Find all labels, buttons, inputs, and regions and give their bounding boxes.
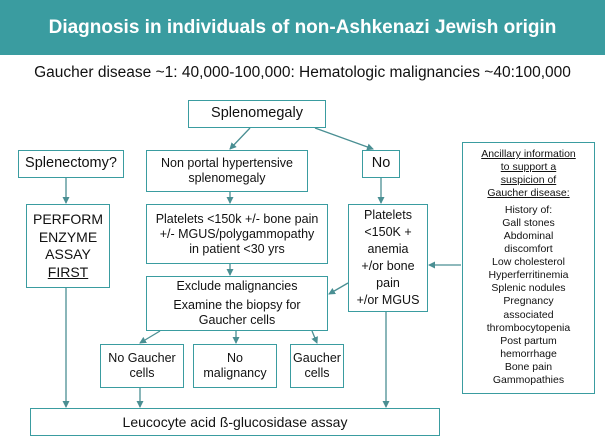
ancillary-item: Splenic nodules [491, 282, 566, 295]
box-platelets-young-patient: Platelets <150k +/- bone pain +/- MGUS/p… [146, 204, 328, 264]
box-perform-enzyme-assay: PERFORM ENZYME ASSAY FIRST [26, 204, 110, 288]
no-malignancy-line: malignancy [203, 366, 267, 380]
platelets-left-line: +/- MGUS/polygammopathy [159, 226, 315, 241]
box-ancillary-information: Ancillary information to support a suspi… [462, 142, 595, 394]
title-banner: Diagnosis in individuals of non-Ashkenaz… [0, 0, 605, 55]
ancillary-heading-line: to support a [500, 161, 557, 174]
page-title: Diagnosis in individuals of non-Ashkenaz… [48, 16, 557, 38]
exclude-line: Exclude malignancies [176, 279, 298, 293]
perform-line: ASSAY [45, 246, 91, 262]
platelets-right-line: pain [376, 275, 400, 290]
box-gaucher-cells: Gaucher cells [290, 344, 344, 388]
ancillary-item: Gall stones [502, 216, 555, 229]
arrow-splen-to-no [314, 127, 374, 151]
arrow-exclude-to-nogaucher [139, 330, 161, 344]
box-no-gaucher-cells: No Gaucher cells [100, 344, 184, 388]
no-label: No [371, 155, 391, 172]
box-splenomegaly: Splenomegaly [188, 100, 326, 128]
platelets-right-line: <150K + [364, 225, 412, 240]
box-no-malignancy: No malignancy [193, 344, 277, 388]
ancillary-heading: Ancillary information to support a suspi… [481, 148, 576, 201]
non-portal-line: splenomegaly [188, 171, 266, 185]
ancillary-item: hemorrhage [500, 347, 557, 360]
perform-first-underlined: FIRST [47, 263, 89, 280]
perform-line: PERFORM [33, 211, 103, 227]
ancillary-item: Gammopathies [492, 374, 565, 387]
box-splenectomy: Splenectomy? [18, 150, 124, 178]
box-platelets-anemia: Platelets <150K + anemia +/or bone pain … [348, 204, 428, 312]
platelets-left-line: in patient <30 yrs [189, 241, 285, 256]
ancillary-heading-line: Ancillary information [481, 148, 576, 160]
arrow-splen-to-nonportal [229, 127, 251, 150]
splenomegaly-label: Splenomegaly [211, 105, 303, 122]
exclude-line: Examine the biopsy for [173, 298, 301, 312]
ancillary-item: associated [503, 308, 554, 321]
ancillary-heading-line: suspicion of [500, 174, 557, 187]
arrow-exclude-to-gaucher [311, 330, 318, 344]
ancillary-item: Low cholesterol [492, 256, 565, 268]
ancillary-item: Bone pain [504, 361, 553, 373]
gaucher-cells-line: cells [304, 366, 330, 380]
platelets-right-line: Platelets [364, 208, 412, 223]
box-no: No [362, 150, 400, 178]
no-gaucher-line: No Gaucher [108, 351, 176, 365]
platelets-right-line: +/or bone [361, 259, 415, 273]
platelets-right-line: anemia [367, 242, 409, 257]
exclude-line: Gaucher cells [198, 313, 276, 327]
prevalence-subtitle: Gaucher disease ~1: 40,000-100,000: Hema… [34, 64, 571, 81]
ancillary-item: thrombocytopenia [486, 321, 571, 334]
ancillary-heading-line: Gaucher disease: [487, 187, 570, 200]
ancillary-item: Post partum [500, 334, 557, 347]
platelets-right-line: +/or MGUS [356, 292, 420, 307]
ancillary-item: Abdominal [503, 229, 554, 242]
platelets-left-line: Platelets <150k +/- bone pain [155, 211, 319, 226]
non-portal-line: Non portal hypertensive [160, 156, 294, 170]
arrow-platelets2-to-exclude [328, 282, 349, 295]
leucocyte-label: Leucocyte acid ß-glucosidase assay [122, 413, 348, 430]
box-non-portal-hypertensive: Non portal hypertensive splenomegaly [146, 150, 308, 192]
ancillary-item: discomfort [504, 242, 553, 255]
perform-line: ENZYME [38, 228, 98, 245]
ancillary-item: Hyperferritinemia [488, 269, 569, 282]
no-malignancy-line: No [227, 351, 243, 365]
ancillary-item: History of: [504, 203, 553, 216]
ancillary-item: Pregnancy [503, 295, 554, 308]
splenectomy-label: Splenectomy? [25, 155, 117, 172]
box-leucocyte-assay: Leucocyte acid ß-glucosidase assay [30, 408, 440, 436]
box-exclude-malignancies: Exclude malignancies Examine the biopsy … [146, 276, 328, 331]
gaucher-cells-line: Gaucher [293, 351, 341, 365]
no-gaucher-line: cells [129, 366, 155, 380]
